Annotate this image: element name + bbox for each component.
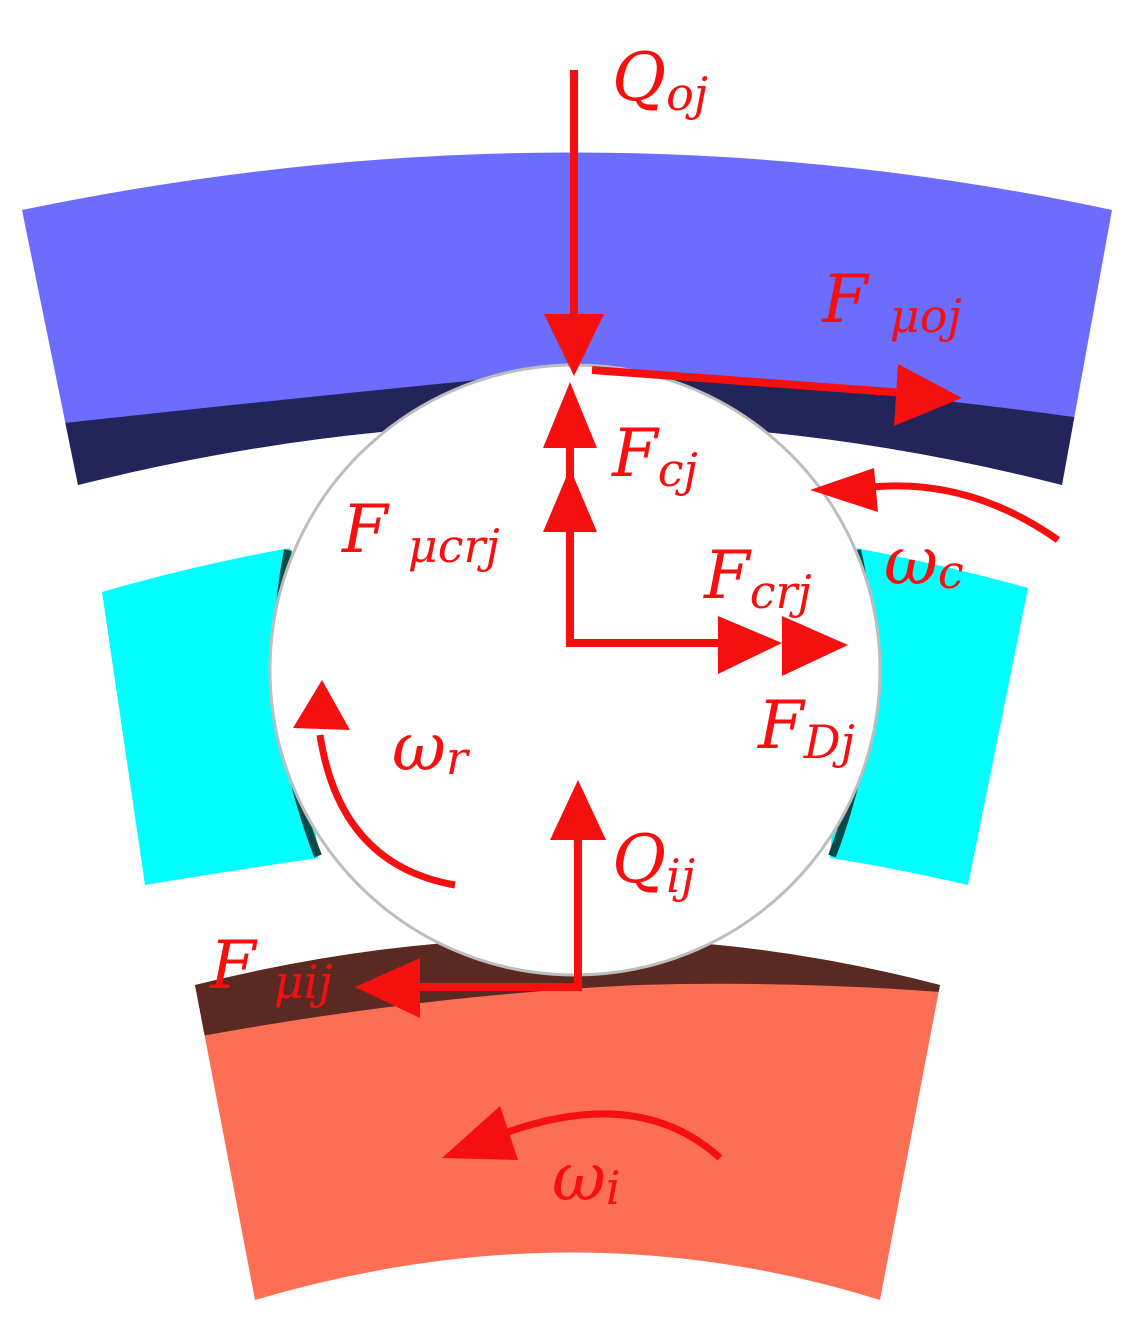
Q-oj-arrow-head [544, 314, 604, 376]
F-cj-arrow-head [543, 382, 597, 448]
label-F-crj: Fcrj [703, 537, 812, 619]
cage-right-segment [830, 548, 1028, 885]
label-Q-ij: Qij [612, 821, 695, 903]
cage [102, 548, 1028, 885]
omega-r-arrow-head [293, 680, 350, 730]
omega-c-arc [871, 482, 1061, 543]
label-F-Dj: FDj [757, 687, 855, 769]
label-Q-oj: Qoj [612, 39, 708, 121]
omega-i-arc [503, 1110, 723, 1161]
F-muoj-arrow-head [894, 364, 962, 426]
label-omega-r: ωr [392, 709, 471, 786]
force-arrows [355, 70, 962, 1018]
F-Dj-arrow-head [782, 616, 848, 676]
Q-ij-arrow-head [550, 780, 606, 840]
F-muoj-arrow-shaft [591, 366, 906, 397]
label-F-cj: Fcj [611, 415, 698, 497]
label-omega-c: ωc [884, 523, 964, 600]
label-omega-i: ωi [552, 1139, 621, 1216]
omega-c-arrow-head [810, 468, 878, 512]
cage-left-segment [102, 548, 318, 885]
rotation-arrows [293, 468, 1061, 1161]
F-crj-arrow-head [718, 616, 782, 674]
F-muij-arrow-head [355, 958, 420, 1018]
omega-i-arrow-head [442, 1106, 518, 1160]
F-mucrj-arrow-head [543, 468, 597, 532]
omega-r-arc [316, 734, 456, 889]
